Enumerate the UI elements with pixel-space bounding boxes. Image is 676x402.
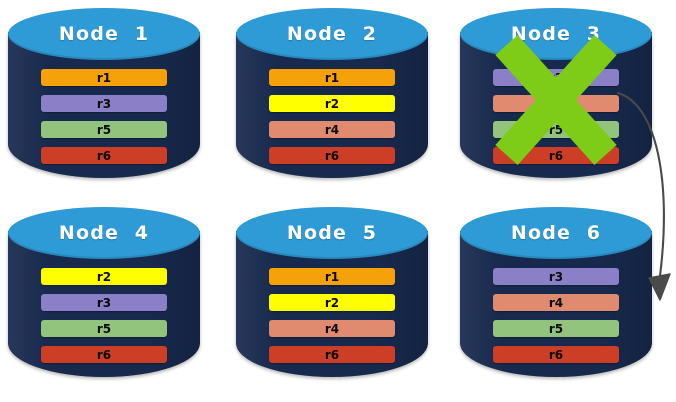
replica-bar[interactable]: r1 (41, 69, 167, 86)
replica-list: r2 r3 r5 r6 (8, 259, 200, 377)
node-label: Node 1 (58, 23, 150, 45)
replica-bar[interactable]: r1 (269, 268, 395, 285)
node-label: Node 4 (58, 222, 150, 244)
replica-bar[interactable]: r6 (269, 346, 395, 363)
node-5[interactable]: r1 r2 r4 r6 Node 5 (236, 207, 428, 377)
replica-bar[interactable]: r3 (493, 268, 619, 285)
node-label: Node 5 (286, 222, 378, 244)
node-2[interactable]: r1 r2 r4 r6 Node 2 (236, 8, 428, 178)
replica-bar[interactable]: r4 (493, 294, 619, 311)
node-6[interactable]: r3 r4 r5 r6 Node 6 (460, 207, 652, 377)
replica-bar[interactable]: r2 (269, 95, 395, 112)
replica-list: r3 r4 r5 r6 (460, 259, 652, 377)
cylinder-top (8, 207, 200, 259)
cylinder-top (236, 8, 428, 60)
replica-bar[interactable]: r3 (41, 294, 167, 311)
cylinder-top (460, 207, 652, 259)
cylinder-top (8, 8, 200, 60)
replica-list: r1 r2 r4 r6 (236, 259, 428, 377)
failover-arrow (616, 91, 671, 301)
replica-bar[interactable]: r6 (269, 147, 395, 164)
replica-bar[interactable]: r5 (493, 320, 619, 337)
replica-bar[interactable]: r3 (41, 95, 167, 112)
node-label: Node 2 (286, 23, 378, 45)
replica-bar[interactable]: r4 (269, 121, 395, 138)
replica-list: r1 r3 r5 r6 (8, 60, 200, 178)
cylinder-top (236, 207, 428, 259)
replica-bar[interactable]: r4 (269, 320, 395, 337)
replica-bar[interactable]: r2 (269, 294, 395, 311)
replica-list: r1 r2 r4 r6 (236, 60, 428, 178)
replica-bar[interactable]: r2 (41, 268, 167, 285)
node-label: Node 6 (510, 222, 602, 244)
replica-bar[interactable]: r6 (41, 346, 167, 363)
replica-bar[interactable]: r5 (41, 121, 167, 138)
node-label: Node 3 (510, 23, 602, 45)
replica-bar[interactable]: r1 (269, 69, 395, 86)
replica-bar[interactable]: r6 (493, 346, 619, 363)
replica-bar[interactable]: r6 (41, 147, 167, 164)
replica-bar[interactable]: r5 (41, 320, 167, 337)
node-1[interactable]: r1 r3 r5 r6 Node 1 (8, 8, 200, 178)
node-4[interactable]: r2 r3 r5 r6 Node 4 (8, 207, 200, 377)
